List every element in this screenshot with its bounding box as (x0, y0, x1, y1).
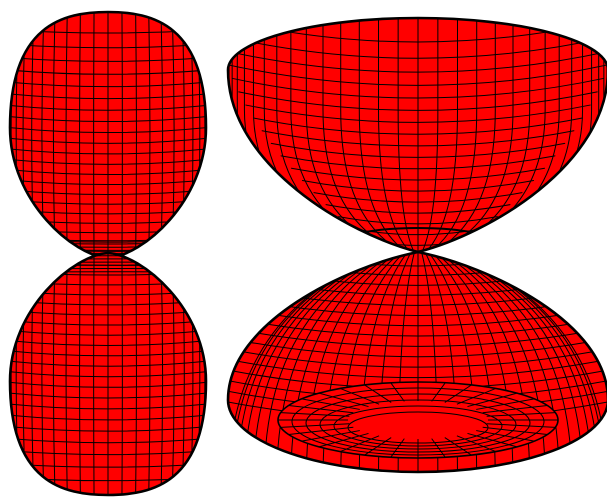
left-lower-lobe-tip-ring (10, 272, 206, 273)
left-lower-lobe (5, 251, 211, 497)
left-lower-lobe-tip-ring (10, 259, 206, 260)
left-lower-lobe-tip-ring (10, 256, 206, 257)
left-lower-lobe-tip-ring (10, 262, 206, 263)
left-lower-lobe-tip-ring (10, 269, 206, 270)
left-upper-lobe (5, 10, 211, 260)
left-lower-lobe-tip-ring (10, 265, 206, 266)
right-lower-torus (218, 250, 607, 480)
right-lower-torus-cavity (278, 382, 558, 458)
right-upper-bowl (218, 18, 607, 254)
